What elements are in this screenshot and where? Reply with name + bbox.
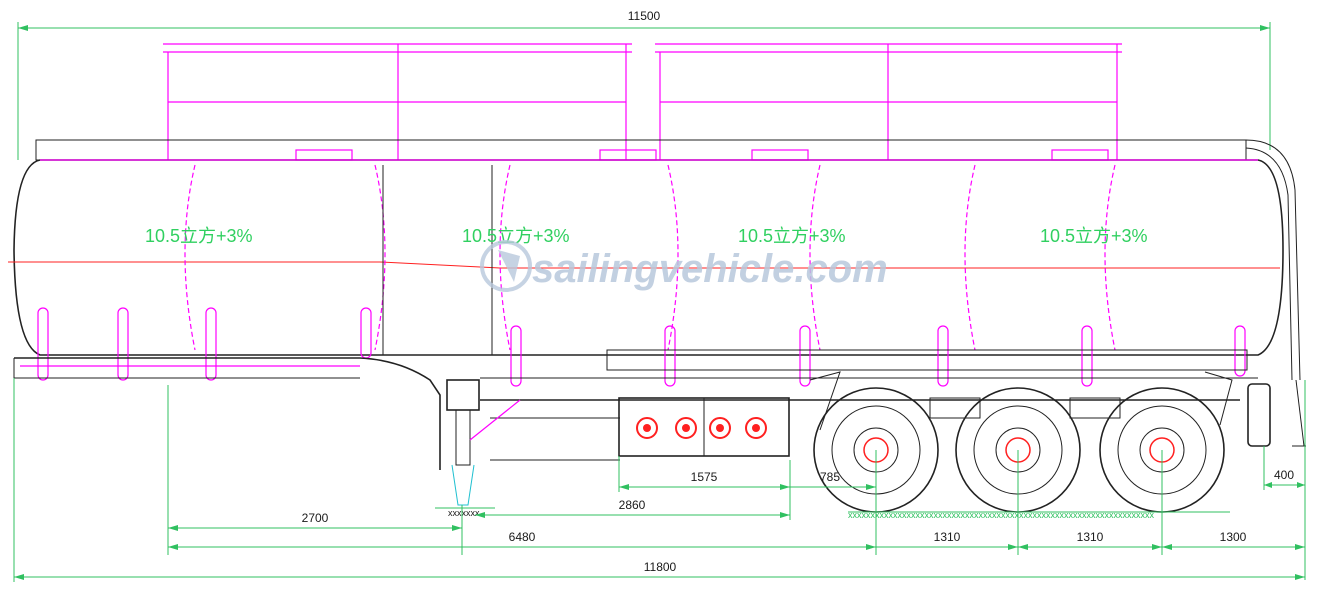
compartment-label-2: 10.5立方+3%	[462, 226, 570, 246]
compartment-label-4: 10.5立方+3%	[1040, 226, 1148, 246]
dim-1310b-label: 1310	[1077, 530, 1104, 544]
compartment-label-3: 10.5立方+3%	[738, 226, 846, 246]
dim-11500-label: 11500	[628, 9, 661, 23]
dim-1300-label: 1300	[1220, 530, 1247, 544]
dim-overall-top: 11500	[17, 9, 1271, 160]
compartment-labels: 10.5立方+3% 10.5立方+3% 10.5立方+3% 10.5立方+3%	[145, 226, 1148, 246]
dim-1575-label: 1575	[691, 470, 718, 484]
vent-posts	[37, 307, 1246, 387]
rear-bumper	[1247, 379, 1306, 447]
watermark-text: sailingvehicle.com	[532, 247, 888, 291]
dim-400-label: 400	[1274, 468, 1294, 482]
landing-gear: xxxxxxx	[435, 379, 521, 518]
dim-2700: 2700	[167, 385, 463, 555]
manholes	[295, 149, 1109, 161]
baffles	[184, 164, 1116, 355]
dim-785: 785	[790, 470, 876, 490]
tank-body	[8, 159, 1284, 356]
dim-6480: 6480 1310 1310 1300	[168, 380, 1306, 580]
dim-overall-bottom: 11800	[13, 378, 1305, 582]
toolbox	[618, 397, 790, 457]
wheels: xxxxxxxxxxxxxxxxxxxxxxxxxxxxxxxxxxxxxxxx…	[809, 371, 1233, 520]
svg-text:xxxxxxx: xxxxxxx	[448, 508, 480, 518]
dim-2700-label: 2700	[302, 511, 329, 525]
dim-785-label: 785	[820, 470, 840, 484]
compartment-label-1: 10.5立方+3%	[145, 226, 253, 246]
chassis	[13, 349, 1258, 470]
dim-2860: 2860	[475, 460, 791, 520]
svg-text:xxxxxxxxxxxxxxxxxxxxxxxxxxxxxx: xxxxxxxxxxxxxxxxxxxxxxxxxxxxxxxxxxxxxxxx…	[848, 510, 1155, 520]
watermark: sailingvehicle.com	[480, 240, 888, 292]
dim-6480-label: 6480	[509, 530, 536, 544]
dim-400: 400	[1263, 446, 1305, 490]
dim-1310a-label: 1310	[934, 530, 961, 544]
dim-2860-label: 2860	[619, 498, 646, 512]
guard-rails	[163, 43, 1122, 160]
dim-11800-label: 11800	[644, 560, 677, 574]
dim-1575: 1575	[618, 456, 790, 492]
